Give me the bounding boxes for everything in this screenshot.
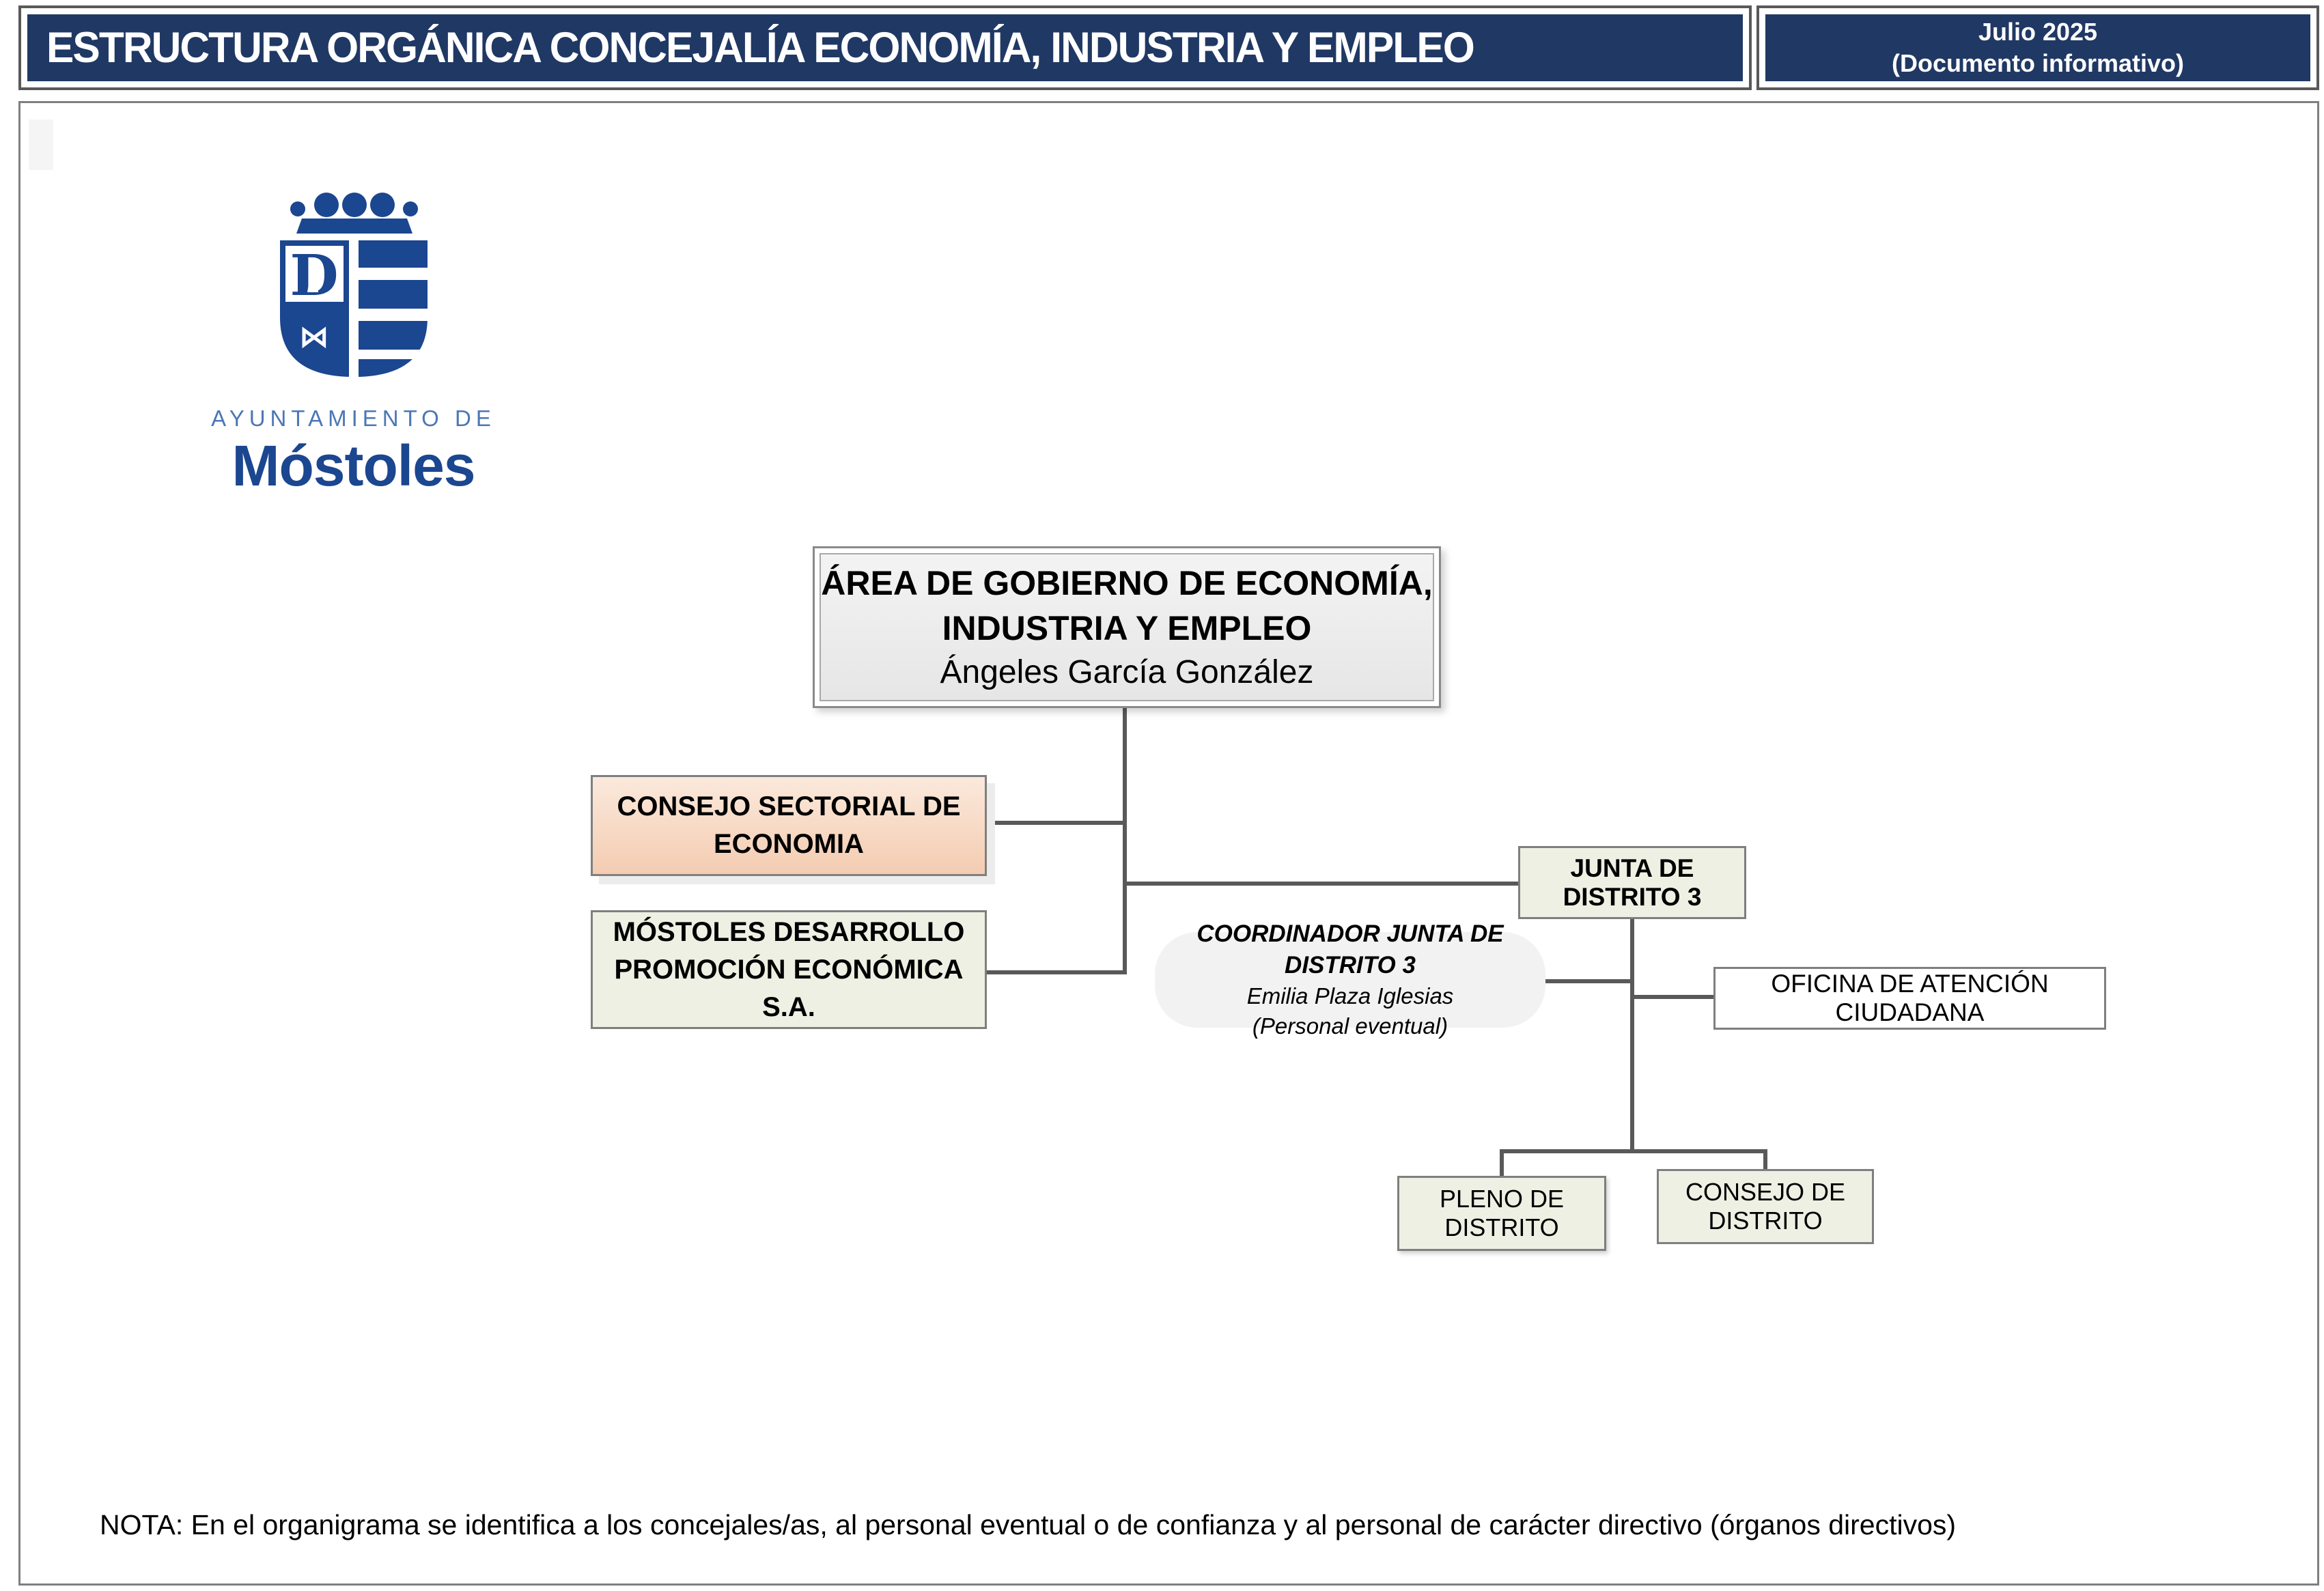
area-person: Ángeles García González <box>940 653 1314 690</box>
header-subtitle: (Documento informativo) <box>1892 49 2184 77</box>
page-title: ESTRUCTURA ORGÁNICA CONCEJALÍA ECONOMÍA,… <box>46 24 1475 72</box>
junta-distrito-label: JUNTA DE DISTRITO 3 <box>1563 854 1702 911</box>
area-line1: ÁREA DE GOBIERNO DE ECONOMÍA, <box>821 563 1433 602</box>
node-consejo-sectorial: CONSEJO SECTORIAL DE ECONOMIA <box>591 775 987 876</box>
mostoles-desarrollo-line1: MÓSTOLES DESARROLLO <box>613 916 965 947</box>
corner-placeholder <box>29 119 53 170</box>
node-area-gobierno: ÁREA DE GOBIERNO DE ECONOMÍA, INDUSTRIA … <box>813 546 1441 708</box>
coordinador-title: COORDINADOR JUNTA DE DISTRITO 3 <box>1196 920 1504 978</box>
node-consejo-distrito: CONSEJO DE DISTRITO <box>1657 1169 1874 1244</box>
node-area-gobierno-inner: ÁREA DE GOBIERNO DE ECONOMÍA, INDUSTRIA … <box>820 553 1434 701</box>
node-pleno-distrito: PLENO DE DISTRITO <box>1397 1176 1606 1251</box>
connector-junta-trunk <box>1630 919 1634 1153</box>
header-date-bar: Julio 2025 (Documento informativo) <box>1765 14 2310 81</box>
node-coordinador-junta: COORDINADOR JUNTA DE DISTRITO 3 Emilia P… <box>1155 920 1545 1039</box>
connector-mostoles-desarrollo <box>987 970 1127 974</box>
mostoles-desarrollo-line2: PROMOCIÓN ECONÓMICA S.A. <box>614 954 964 1022</box>
coordinador-note: (Personal eventual) <box>1252 1013 1448 1039</box>
logo-subtitle: AYUNTAMIENTO DE <box>211 406 496 431</box>
connector-area-trunk <box>1123 707 1127 974</box>
node-mostoles-desarrollo: MÓSTOLES DESARROLLO PROMOCIÓN ECONÓMICA … <box>591 910 987 1029</box>
mostoles-crest-icon: D ⋈ <box>279 193 428 377</box>
area-line2: INDUSTRIA Y EMPLEO <box>942 608 1312 647</box>
connector-coordinador <box>1545 979 1632 983</box>
node-junta-distrito-3: JUNTA DE DISTRITO 3 <box>1518 846 1746 919</box>
connector-bracket <box>1500 1149 1767 1153</box>
pleno-label: PLENO DE DISTRITO <box>1439 1185 1565 1241</box>
connector-oficina <box>1632 995 1713 999</box>
coordinador-person: Emilia Plaza Iglesias <box>1246 983 1454 1009</box>
connector-junta-distrito <box>1125 882 1518 886</box>
svg-text:⋈: ⋈ <box>299 320 329 354</box>
consejo-sectorial-line2: ECONOMIA <box>714 829 864 859</box>
footer-note: NOTA: En el organigrama se identifica a … <box>100 1509 1957 1540</box>
connector-stub-consejo-distrito <box>1763 1149 1767 1169</box>
logo-name: Móstoles <box>232 434 475 498</box>
connector-consejo-sectorial <box>987 821 1127 825</box>
header-title-bar: ESTRUCTURA ORGÁNICA CONCEJALÍA ECONOMÍA,… <box>27 14 1743 81</box>
consejo-sectorial-line1: CONSEJO SECTORIAL DE <box>617 791 961 821</box>
header-date: Julio 2025 <box>1978 18 2098 46</box>
consejo-distrito-label: CONSEJO DE DISTRITO <box>1685 1178 1846 1235</box>
mostoles-logo: D ⋈ AYUNTAMIENTO DE Móstoles <box>195 191 512 499</box>
header-title-panel: ESTRUCTURA ORGÁNICA CONCEJALÍA ECONOMÍA,… <box>18 5 1752 90</box>
node-oficina-atencion: OFICINA DE ATENCIÓN CIUDADANA <box>1713 967 2106 1030</box>
oficina-label: OFICINA DE ATENCIÓN CIUDADANA <box>1771 970 2049 1026</box>
connector-stub-pleno <box>1500 1149 1504 1176</box>
header-date-panel: Julio 2025 (Documento informativo) <box>1756 5 2319 90</box>
